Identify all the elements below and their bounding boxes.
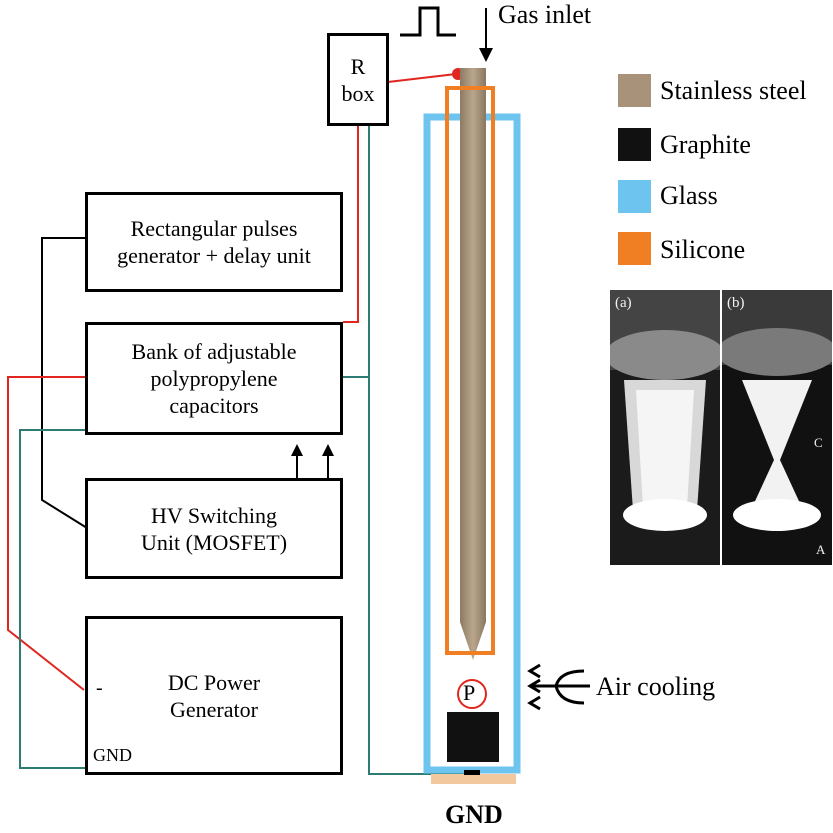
legend-swatch-stainless-steel: [618, 74, 651, 107]
pulses-generator-box: Rectangular pulses generator + delay uni…: [85, 192, 343, 292]
switching-unit-box: HV Switching Unit (MOSFET): [85, 478, 343, 579]
pulse-icon: [400, 6, 456, 37]
green-wire-dc-ground: [19, 429, 87, 769]
graphite-electrode: [447, 712, 499, 762]
green-wire-rbox-ground: [368, 124, 475, 775]
gnd-terminal-label: GND: [93, 745, 132, 765]
photo-a-label: (a): [615, 295, 632, 311]
discharge-photo-b: (b) C A: [722, 290, 832, 565]
black-wire-control: [41, 237, 88, 529]
air-cooling-icon: [530, 669, 590, 705]
legend-label-graphite: Graphite: [660, 130, 751, 159]
silicone-sleeve: [445, 86, 495, 655]
gas-inlet-label: Gas inlet: [498, 0, 592, 29]
legend-label-silicone: Silicone: [660, 235, 746, 264]
probe-label: P: [463, 680, 476, 705]
r-box: R box: [327, 33, 389, 126]
legend-swatch-glass: [618, 180, 651, 213]
gnd-bottom-label: GND: [445, 800, 503, 829]
capacitor-bank-box: Bank of adjustable polypropylene capacit…: [85, 322, 343, 435]
discharge-photo-a-image: [610, 290, 720, 565]
ground-contact: [464, 770, 480, 775]
switch-arrowhead-2: [322, 444, 334, 456]
red-wire-rbox-capacitors: [343, 124, 359, 323]
r-box-label: R box: [341, 53, 375, 106]
probe-circle: [457, 679, 487, 709]
dc-power-generator-box: DC Power Generator: [85, 616, 343, 775]
minus-terminal-label: -: [96, 677, 103, 699]
ground-base-plate: [431, 774, 516, 784]
legend-label-stainless-steel: Stainless steel: [660, 76, 807, 105]
capacitor-bank-label: Bank of adjustable polypropylene capacit…: [131, 339, 297, 418]
legend-label-glass: Glass: [660, 181, 718, 210]
dc-power-generator-label: DC Power Generator: [167, 669, 261, 722]
air-cooling-arrow-1: [527, 663, 541, 679]
pulses-generator-label: Rectangular pulses generator + delay uni…: [117, 216, 311, 268]
stainless-steel-electrode: [460, 68, 486, 660]
photo-b-marker-a: A: [816, 542, 826, 557]
discharge-photo-b-image: [722, 290, 832, 565]
gas-inlet-arrowhead: [479, 48, 493, 62]
switching-unit-label: HV Switching Unit (MOSFET): [140, 502, 288, 555]
legend-swatch-silicone: [618, 232, 651, 265]
air-cooling-label: Air cooling: [596, 672, 716, 701]
air-cooling-arrow-2: [527, 678, 541, 694]
red-wire-dc-capacitors: [7, 376, 87, 691]
red-wire-rbox-electrode: [387, 73, 457, 83]
air-cooling-arrow-3: [527, 695, 541, 711]
photo-b-label: (b): [727, 295, 745, 311]
legend-swatch-graphite: [618, 128, 651, 161]
switch-arrowhead-1: [291, 444, 303, 456]
discharge-photo-a: (a): [610, 290, 720, 565]
photo-b-marker-c: C: [814, 435, 823, 450]
